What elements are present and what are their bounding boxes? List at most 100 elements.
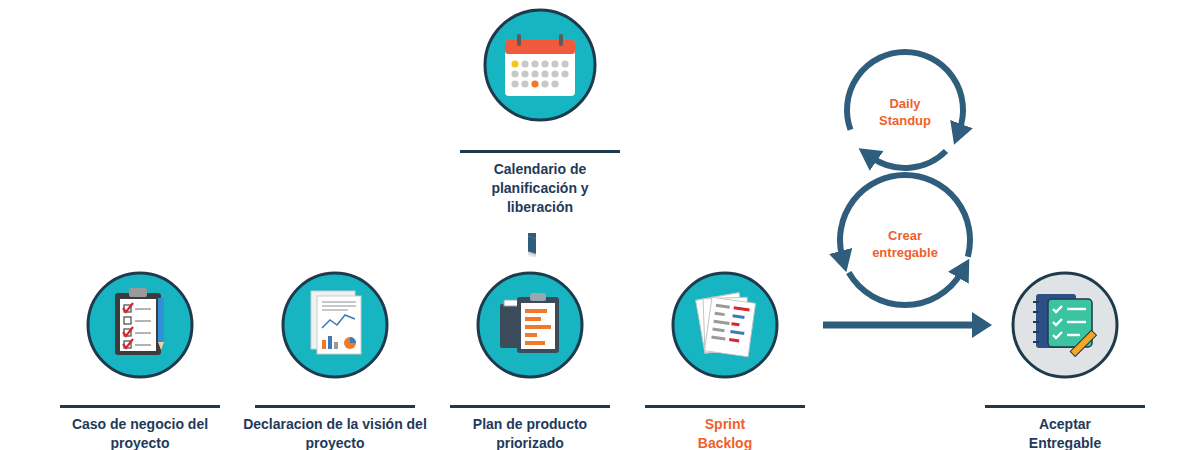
list-lines xyxy=(135,309,151,345)
node-circle xyxy=(670,270,780,380)
plan-bar xyxy=(525,309,547,313)
underline-rule xyxy=(460,150,620,153)
underline-rule xyxy=(450,405,610,408)
check-card xyxy=(1048,299,1092,347)
process-node: Calendario de planificación y liberación xyxy=(460,7,620,217)
calendar-dot xyxy=(521,80,528,87)
row-bar xyxy=(711,336,725,341)
check-mark xyxy=(123,339,133,348)
node-circle xyxy=(85,270,195,380)
row-bar xyxy=(729,338,739,342)
process-node: Plan de producto priorizado xyxy=(450,270,610,450)
pie-chart xyxy=(344,337,356,349)
calendar-page xyxy=(505,40,575,96)
bar xyxy=(328,336,332,349)
loop-label: Crear entregable xyxy=(860,227,950,261)
card-line xyxy=(1067,321,1086,323)
node-outline xyxy=(1013,273,1117,377)
calendar-ring xyxy=(559,34,563,46)
notebook-ring xyxy=(1033,311,1039,313)
check-mark xyxy=(1053,306,1062,312)
loop-arc xyxy=(872,151,946,168)
backlog-page xyxy=(696,293,749,354)
text-line xyxy=(322,309,348,311)
bar xyxy=(322,340,326,349)
node-label: Caso de negocio del proyecto xyxy=(60,415,220,450)
plan-bars xyxy=(525,309,551,345)
clipboard-clip xyxy=(129,288,147,297)
calendar-dot xyxy=(521,60,528,67)
backlog-icon xyxy=(696,293,756,357)
node-outline xyxy=(485,10,595,120)
pencil-body xyxy=(158,298,164,342)
notebook-ring xyxy=(1033,301,1039,303)
node-circle xyxy=(475,270,585,380)
calendar-band xyxy=(505,40,575,54)
row-bar xyxy=(730,330,744,335)
check-mark xyxy=(1053,319,1062,325)
node-outline xyxy=(478,273,582,377)
clipboard-board xyxy=(517,297,559,353)
notebook-rings xyxy=(1033,302,1039,342)
calendar-dot xyxy=(551,80,558,87)
check-mark xyxy=(123,327,133,336)
checkbox xyxy=(124,329,131,336)
loop-arc xyxy=(847,52,963,130)
pencil-tip xyxy=(158,342,164,350)
node-outline xyxy=(283,273,387,377)
loop-arc xyxy=(849,273,962,306)
check-mark xyxy=(123,303,133,312)
text-line xyxy=(322,305,356,307)
calendar-dot xyxy=(541,70,548,77)
calendar-dot xyxy=(531,70,538,77)
clipboard-clip xyxy=(530,293,546,301)
calendar-dot xyxy=(521,70,528,77)
check-mark xyxy=(1053,332,1062,338)
underline-rule xyxy=(255,405,415,408)
notebook-ring xyxy=(1033,331,1039,333)
flow-arrow xyxy=(435,318,449,332)
notebook xyxy=(1036,294,1076,348)
calendar-dots xyxy=(511,60,568,87)
calendar-dot xyxy=(511,70,518,77)
plan-bar xyxy=(525,333,537,337)
row-bar xyxy=(716,304,730,309)
calendar-ring xyxy=(517,34,521,46)
plan-icon xyxy=(500,293,559,353)
document-icon xyxy=(311,291,361,354)
plan-bar xyxy=(525,341,545,345)
pencil-body xyxy=(1070,330,1096,356)
row-bar xyxy=(715,312,725,316)
list-line xyxy=(135,320,151,322)
process-node: Aceptar Entregable xyxy=(985,270,1145,450)
calendar-dot xyxy=(541,80,548,87)
line-chart xyxy=(322,315,355,328)
calendar-dot xyxy=(551,70,558,77)
node-label: Plan de producto priorizado xyxy=(460,415,600,450)
backlog-page xyxy=(703,297,749,353)
text-line xyxy=(322,301,356,303)
notebook-ring xyxy=(1033,341,1039,343)
loop-label: Daily Standup xyxy=(865,95,945,129)
backlog-page xyxy=(704,297,755,357)
calendar-icon xyxy=(505,34,575,96)
flow-arrow xyxy=(823,322,972,329)
red-checks xyxy=(123,303,133,348)
checkbox xyxy=(124,317,131,324)
calendar-dot xyxy=(561,70,568,77)
card-line xyxy=(1067,308,1086,310)
plan-bar xyxy=(525,317,541,321)
card-line xyxy=(1067,334,1080,336)
folder-page xyxy=(504,300,544,306)
cycle-loops xyxy=(840,52,970,305)
calendar-dot xyxy=(551,60,558,67)
list-line xyxy=(135,332,151,334)
process-node: Sprint Backlog xyxy=(645,270,805,450)
checkbox xyxy=(124,305,131,312)
flow-arrow xyxy=(630,318,644,332)
